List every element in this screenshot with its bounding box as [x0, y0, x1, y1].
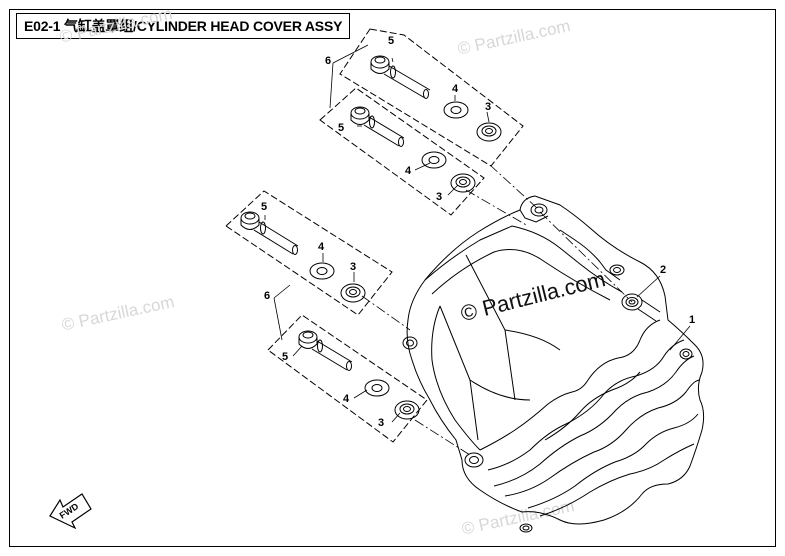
- seal-c: [340, 283, 366, 303]
- bolt-b: [350, 106, 405, 147]
- seal-a: [476, 122, 502, 142]
- diagram-title: E02-1 气缸盖罩组/CYLINDER HEAD COVER ASSY: [16, 13, 350, 39]
- bolt-boss-1: [530, 203, 548, 217]
- callout-4-b: 4: [405, 165, 412, 177]
- group-box-b: [319, 87, 485, 216]
- callout-4-a: 4: [452, 83, 459, 95]
- washer-d: [364, 379, 390, 397]
- callout-5-d: 5: [282, 351, 288, 363]
- leader-lines: [264, 44, 691, 423]
- callout-2: 2: [660, 264, 666, 276]
- callout-5-b: 5: [338, 122, 344, 134]
- alignment-lines: [361, 164, 633, 456]
- diagram-frame: [9, 9, 776, 547]
- callout-6-a: 6: [325, 55, 331, 67]
- group-box-c: [225, 190, 393, 316]
- bolt-d: [298, 330, 353, 371]
- cylinder-head-cover: [406, 195, 705, 525]
- bolt-boss-3: [402, 336, 418, 350]
- callout-5-a: 5: [388, 35, 394, 47]
- group-box-a: [339, 28, 524, 167]
- callout-3-c: 3: [350, 261, 356, 273]
- bolt-boss-2: [609, 264, 625, 276]
- callout-4-d: 4: [343, 393, 350, 405]
- callout-3-a: 3: [485, 101, 491, 113]
- seal-b: [450, 173, 476, 193]
- callout-3-d: 3: [378, 417, 384, 429]
- bolt-boss-6: [519, 523, 533, 533]
- bolt-a: [370, 55, 431, 99]
- breather-fitting: [621, 293, 661, 322]
- seal-d: [394, 400, 420, 420]
- group-box-d: [267, 314, 428, 443]
- bolt-boss-5: [679, 348, 693, 360]
- callout-3-b: 3: [436, 191, 442, 203]
- callout-1: 1: [689, 314, 695, 326]
- callout-5-c: 5: [261, 201, 267, 213]
- bolt-c: [240, 211, 299, 255]
- callout-4-c: 4: [318, 241, 325, 253]
- callout-6-b: 6: [264, 290, 270, 302]
- washer-c: [309, 262, 335, 280]
- washer-b: [421, 151, 447, 169]
- bolt-boss-4: [464, 452, 484, 468]
- fwd-arrow-icon: [49, 493, 92, 530]
- washer-a: [443, 101, 469, 119]
